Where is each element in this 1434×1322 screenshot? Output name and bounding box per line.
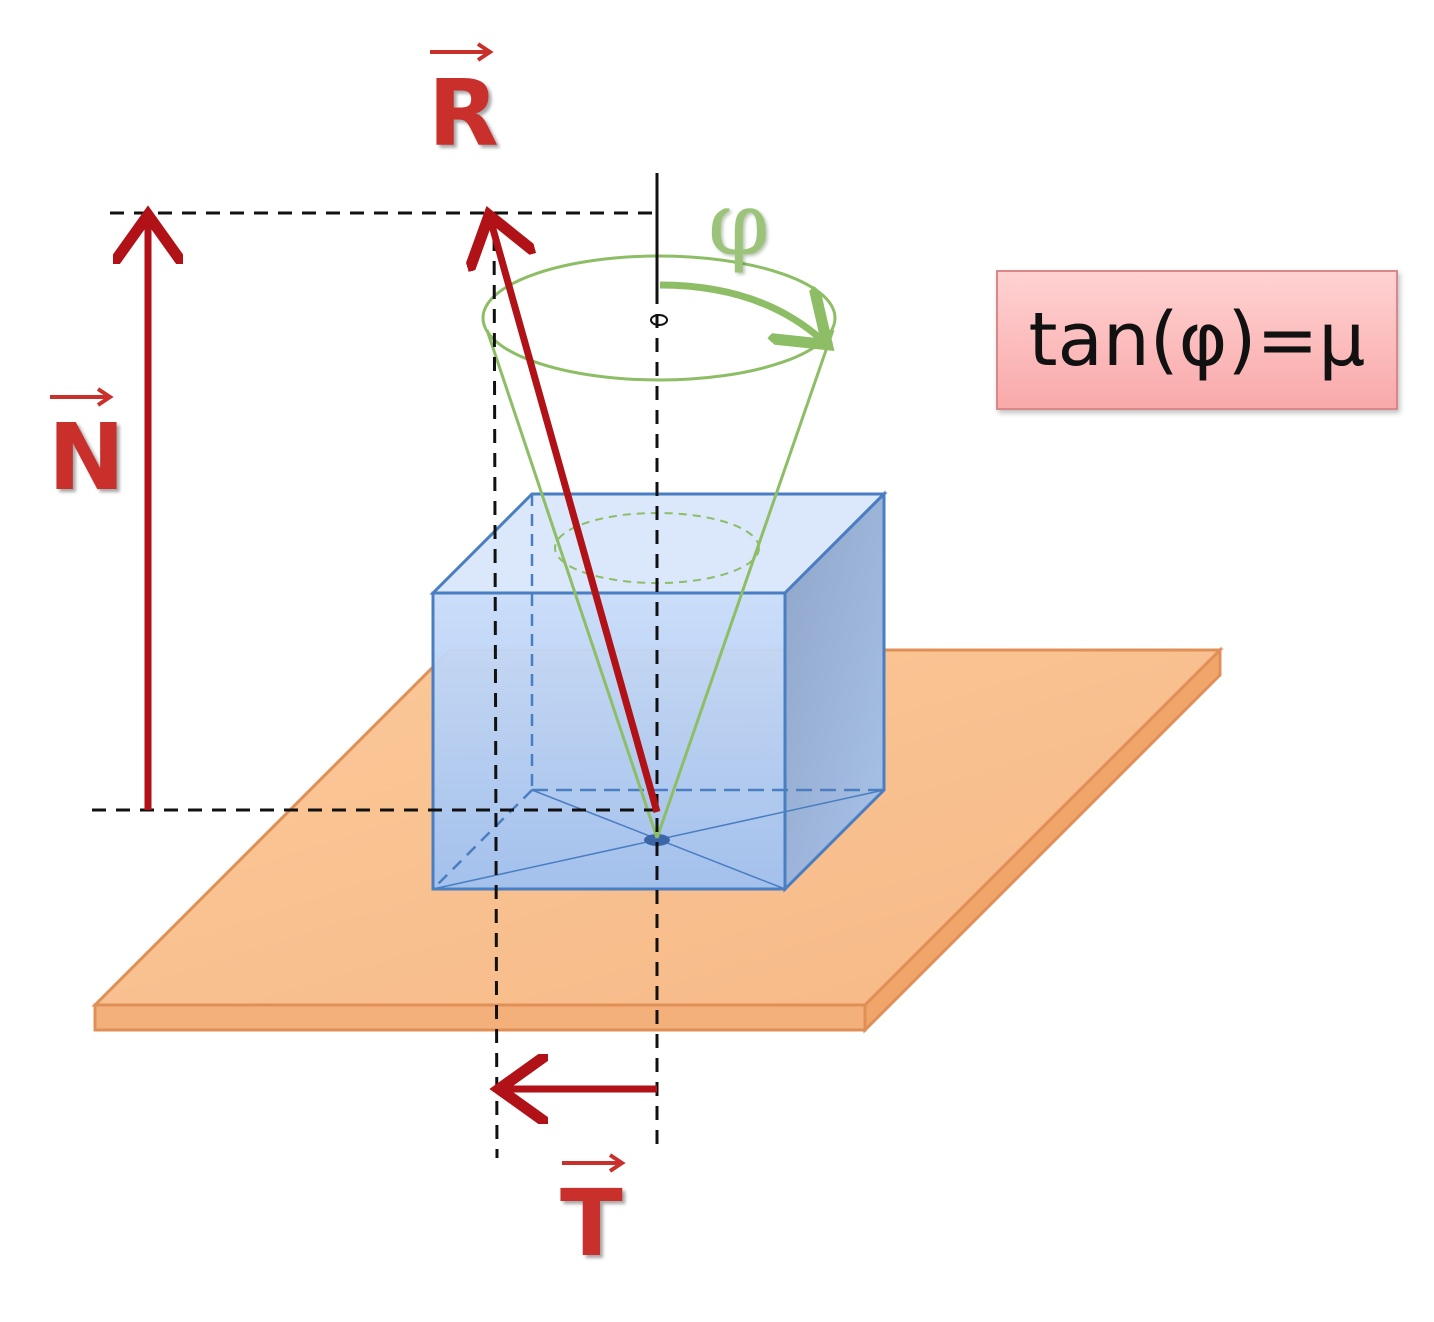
resultant-force-vector	[491, 222, 661, 813]
label-phi: φ	[708, 172, 770, 275]
label-R: R	[428, 60, 499, 167]
phi-angle-arrow	[659, 281, 822, 340]
formula-text: tan(φ)=μ	[1028, 297, 1366, 383]
block	[429, 490, 888, 893]
contact-point	[644, 834, 670, 846]
vector-accent-arrows	[50, 42, 626, 1173]
guide-lines	[92, 173, 668, 1159]
formula-box: tan(φ)=μ	[996, 270, 1398, 410]
label-T: T	[560, 1170, 623, 1277]
label-N: N	[48, 404, 125, 511]
